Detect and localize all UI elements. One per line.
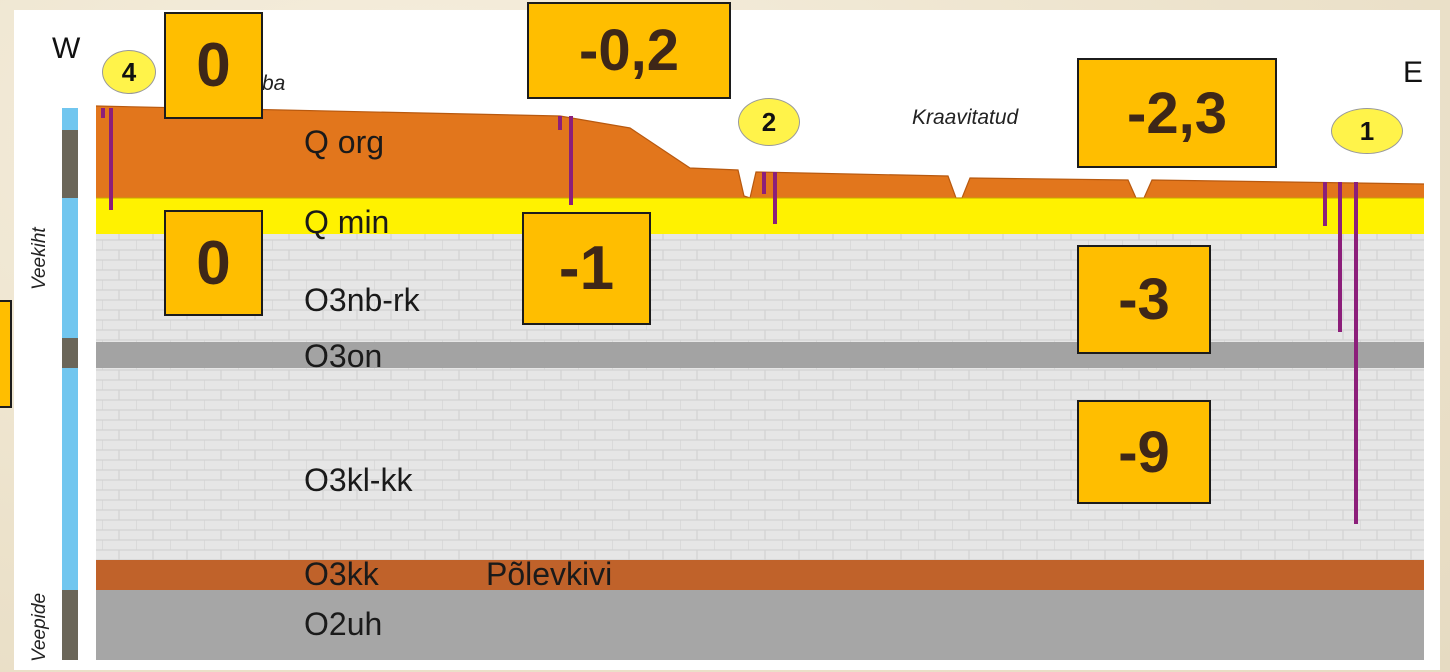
layer-label-o2uh: O2uh xyxy=(304,606,383,642)
water-level-tag: -3 xyxy=(1077,245,1211,354)
layer-label-q-min: Q min xyxy=(304,204,390,240)
layer-label-o3nb-rk: O3nb-rk xyxy=(304,282,420,318)
zone-bar-aquitard-bottom xyxy=(62,590,78,660)
layer-o2uh xyxy=(96,590,1424,660)
zone-label-aquitard: Veepide xyxy=(29,592,50,662)
water-level-tag: -2,3 xyxy=(1077,58,1277,168)
cropped-tag-edge xyxy=(0,300,12,408)
water-level-tag: -1 xyxy=(522,212,651,325)
water-level-tag: 0 xyxy=(164,210,263,316)
layer-q-org xyxy=(96,106,1424,198)
well-marker-4: 4 xyxy=(102,50,156,94)
compass-east: E xyxy=(1403,56,1424,89)
layer-o3on xyxy=(96,342,1424,368)
layer-label-o3kl-kk: O3kl-kk xyxy=(304,462,413,498)
layer-label-oil-shale: Põlevkivi xyxy=(486,556,613,592)
layer-label-o3on: O3on xyxy=(304,338,383,374)
annotation-ditched: Kraavitatud xyxy=(912,106,1019,129)
annotation-partial: ba xyxy=(262,72,286,95)
zone-bar-aquitard-mid xyxy=(62,338,78,368)
compass-west: W xyxy=(52,32,81,65)
layer-label-q-org: Q org xyxy=(304,124,385,160)
well-marker-1: 1 xyxy=(1331,108,1403,154)
water-level-tag: -0,2 xyxy=(527,2,731,99)
zone-label-aquifer: Veekiht xyxy=(29,227,50,290)
layer-o3kl-kk xyxy=(96,368,1424,560)
water-level-tag: 0 xyxy=(164,12,263,119)
zone-bar-aquifer-top xyxy=(62,108,78,130)
well-marker-2: 2 xyxy=(738,98,800,146)
layer-q-min xyxy=(96,198,1424,234)
layer-o3kk xyxy=(96,560,1424,590)
layer-o3nb-rk xyxy=(96,234,1424,342)
layer-label-o3kk: O3kk xyxy=(304,556,379,592)
zone-bar-aquifer-lower xyxy=(62,368,78,590)
zone-bar-aquifer-upper xyxy=(62,198,78,338)
zone-bar-aquitard-top xyxy=(62,130,78,198)
water-level-tag: -9 xyxy=(1077,400,1211,504)
